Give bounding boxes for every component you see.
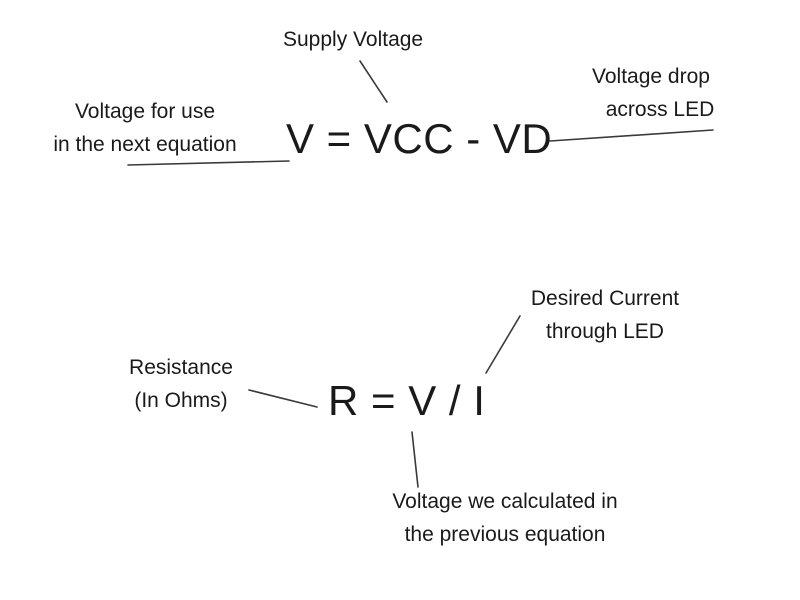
- connector-voltage-output: [127, 160, 290, 166]
- voltage-equation: V = VCC - VD: [286, 115, 553, 162]
- voltage-output-line-2: in the next equation: [53, 133, 237, 156]
- calculated-voltage-label: Voltage we calculated in the previous eq…: [366, 485, 644, 551]
- voltage-drop-line-1: Voltage drop: [592, 65, 710, 88]
- desired-current-line-2: through LED: [546, 320, 664, 343]
- voltage-output-line-1: Voltage for use: [74, 100, 216, 123]
- supply-voltage-label: Supply Voltage: [283, 28, 424, 51]
- desired-current-line-1: Desired Current: [530, 287, 680, 310]
- resistance-label: Resistance (In Ohms): [113, 351, 249, 417]
- voltage-drop-line-2: across LED: [605, 98, 715, 121]
- connector-supply-voltage: [359, 60, 388, 103]
- voltage-output-label: Voltage for use in the next equation: [30, 95, 260, 161]
- resistance-line-1: Resistance: [129, 356, 233, 379]
- desired-current-label: Desired Current through LED: [514, 282, 696, 348]
- connector-resistance: [248, 389, 318, 408]
- resistance-line-2: (In Ohms): [134, 389, 228, 412]
- connector-voltage-drop: [549, 129, 714, 142]
- resistance-equation: R = V / I: [328, 377, 486, 424]
- connector-calculated-voltage: [411, 431, 419, 488]
- calculated-voltage-line-1: Voltage we calculated in: [392, 490, 618, 513]
- voltage-drop-label: Voltage drop across LED: [576, 60, 726, 126]
- connector-desired-current: [485, 315, 521, 374]
- calculated-voltage-line-2: the previous equation: [404, 523, 606, 546]
